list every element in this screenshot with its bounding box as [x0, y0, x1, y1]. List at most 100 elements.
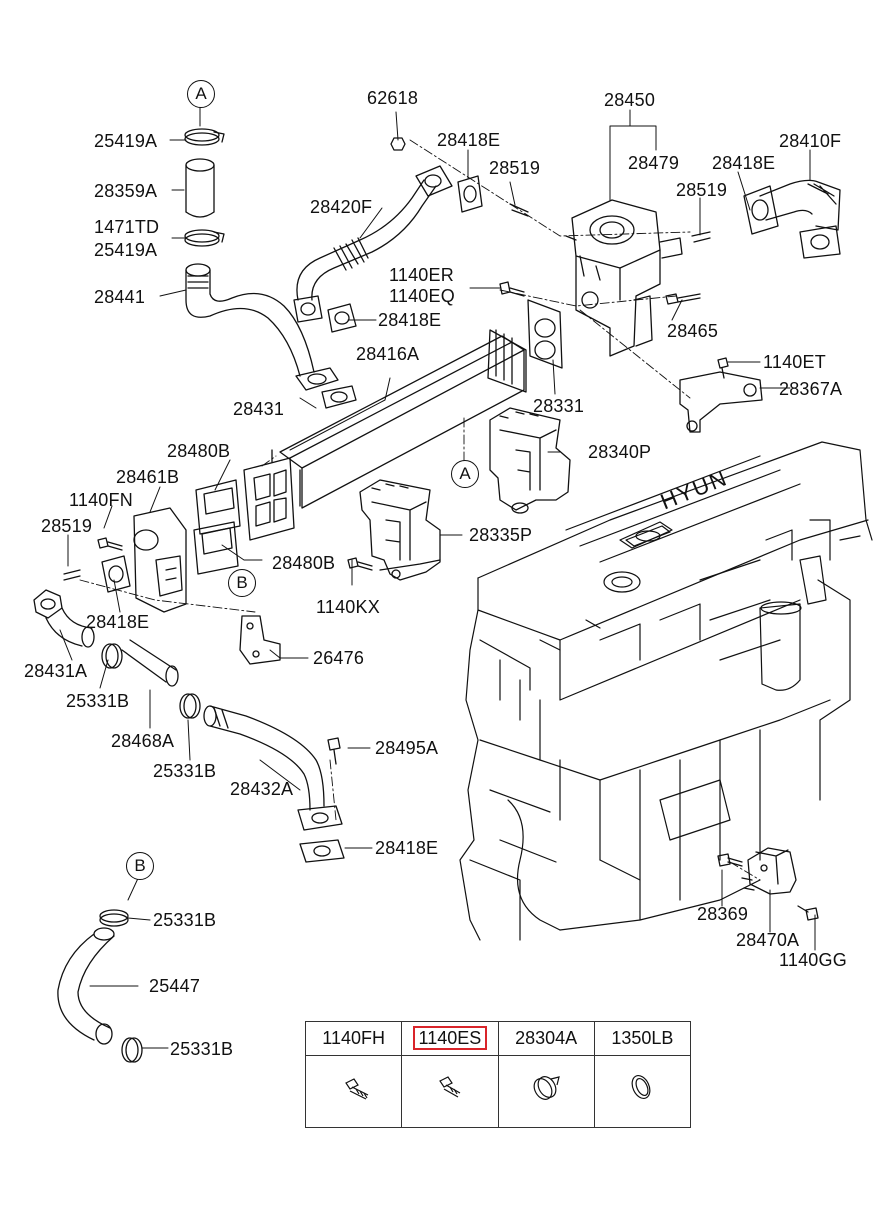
leader-lines [59, 105, 816, 1049]
pipe-28420F [293, 165, 453, 323]
bolt-28465 [665, 293, 701, 305]
callout-28450: 28450 [604, 90, 656, 110]
callout-28431A: 28431A [24, 661, 88, 681]
stud-28519-right [691, 231, 711, 243]
callout-25331B-a: 25331B [66, 691, 130, 711]
stud-28519-left [63, 569, 81, 581]
clamp-25419A-top [184, 128, 225, 146]
callout-28470A: 28470A [736, 930, 800, 950]
callout-25447: 25447 [149, 976, 201, 996]
bracket-28335P [359, 479, 441, 581]
clamp-25331B-d [121, 1037, 143, 1063]
flange-28431 [295, 367, 357, 409]
callout-28331: 28331 [533, 396, 585, 416]
callout-25331B-b: 25331B [153, 761, 217, 781]
callout-28418E-top: 28418E [437, 130, 501, 150]
sensor-28470A [741, 847, 797, 895]
callout-1140KX: 1140KX [316, 597, 380, 617]
callout-28480B-bot: 28480B [272, 553, 336, 573]
hose-28359A [185, 158, 215, 218]
hyundai-logo [625, 525, 671, 547]
parts-column-1140ES[interactable]: 1140ES [401, 1022, 498, 1127]
ref-circle-a-mid: A [451, 460, 479, 488]
clamp-25331B-a [101, 643, 123, 669]
callout-28420F: 28420F [310, 197, 373, 217]
bracket-28340P [489, 407, 571, 514]
callout-25331B-d: 25331B [170, 1039, 234, 1059]
callout-1140FN: 1140FN [69, 490, 133, 510]
pipe-28432A [203, 705, 343, 831]
center-lines [79, 139, 761, 881]
callout-28416A: 28416A [356, 344, 420, 364]
bolt-1140ET [717, 357, 729, 379]
bolt-icon [402, 1055, 497, 1127]
clamp-25331B-c [99, 909, 129, 927]
ref-circle-b-mid: B [228, 569, 256, 597]
callout-28410F: 28410F [779, 131, 842, 151]
engine-block [459, 441, 873, 941]
parts-code-highlighted: 1140ES [412, 1026, 488, 1050]
gasket-28418E-mid [327, 303, 357, 333]
callout-28432A: 28432A [230, 779, 294, 799]
callout-28519-right: 28519 [676, 180, 728, 200]
gasket-28331 [527, 299, 563, 369]
bolt-28495A [327, 737, 341, 765]
hose-28468A [121, 639, 179, 687]
bolt-1140FN [97, 537, 123, 551]
ref-circle-b-bot: B [126, 852, 154, 880]
parts-column-28304A[interactable]: 28304A [497, 1022, 594, 1127]
parts-code: 1140FH [322, 1028, 385, 1048]
callout-28367A: 28367A [779, 379, 843, 399]
callout-1140ET: 1140ET [763, 352, 826, 372]
callout-28369: 28369 [697, 904, 749, 924]
callout-28519-top: 28519 [489, 158, 541, 178]
ring-icon [595, 1055, 690, 1127]
callout-28465: 28465 [667, 321, 719, 341]
callout-28335P: 28335P [469, 525, 533, 545]
parts-table: 1140FH 1140ES 28304A [305, 1021, 691, 1128]
bracket-28367A [679, 371, 763, 433]
callout-28418E-left: 28418E [86, 612, 150, 632]
callout-28461B: 28461B [116, 467, 180, 487]
callout-28418E-bot: 28418E [375, 838, 439, 858]
callout-1140GG: 1140GG [779, 950, 847, 970]
parts-column-1350LB[interactable]: 1350LB [593, 1022, 690, 1127]
callout-25419A-top: 25419A [94, 131, 158, 151]
clamp-icon [499, 1055, 594, 1127]
pipe-28431A [33, 589, 95, 648]
clamp-25331B-b [179, 693, 201, 719]
hose-28441 [185, 263, 315, 377]
ref-circle-a-top: A [187, 80, 215, 108]
gasket-28418E-left [101, 555, 131, 593]
callout-1140ER: 1140ER [389, 265, 454, 285]
callout-28359A: 28359A [94, 181, 158, 201]
bolt-28369 [717, 853, 743, 867]
bolt-1140ER [499, 281, 525, 297]
callout-28519-left: 28519 [41, 516, 93, 536]
valve-28461B [133, 507, 187, 613]
callout-26476: 26476 [313, 648, 365, 668]
nut-62618 [390, 137, 406, 151]
gasket-28418E-top [457, 175, 483, 213]
gasket-28480B-bot [193, 521, 239, 575]
gasket-28418E-right [743, 185, 779, 235]
callout-28441: 28441 [94, 287, 146, 307]
parts-column-1140FH[interactable]: 1140FH [306, 1022, 402, 1127]
callout-1471TD: 1471TD [94, 217, 160, 237]
callout-28468A: 28468A [111, 731, 175, 751]
hose-25447 [57, 927, 115, 1045]
bolt-icon [306, 1055, 401, 1127]
callout-25419A-mid: 25419A [94, 240, 158, 260]
callout-62618: 62618 [367, 88, 419, 108]
bolt-1140GG [797, 905, 819, 921]
callout-28495A: 28495A [375, 738, 439, 758]
callout-1140EQ: 1140EQ [389, 286, 455, 306]
callout-25331B-c: 25331B [153, 910, 217, 930]
gasket-28418E-bot [299, 839, 345, 863]
egr-cooler-28416A [243, 329, 527, 541]
gasket-28480B-top [195, 479, 241, 535]
callout-28479: 28479 [628, 153, 680, 173]
parts-code: 1350LB [611, 1028, 674, 1048]
